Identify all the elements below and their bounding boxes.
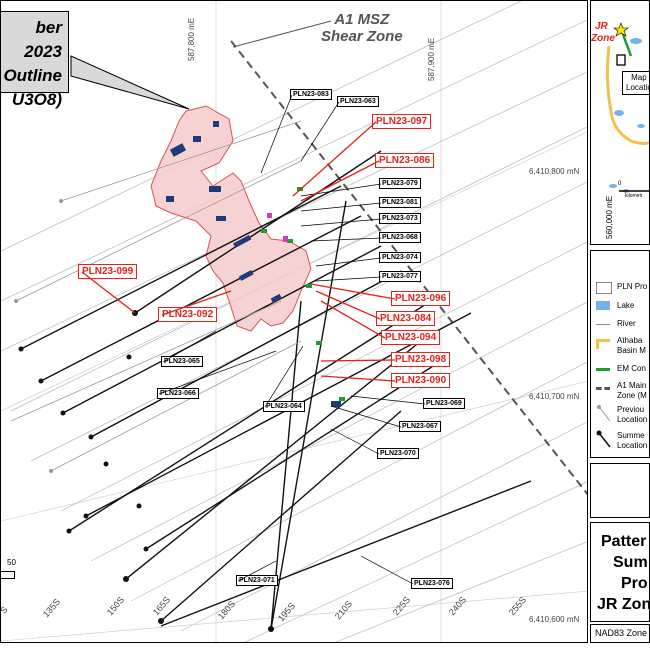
black-callout-4: PLN23-073: [379, 213, 421, 224]
footer-projection: NAD83 Zone: [595, 628, 648, 638]
legend-label-previous-2: Location: [617, 415, 648, 424]
inset-map-label-2: Locatio: [626, 83, 650, 92]
inset-scale-label: kilometr: [625, 193, 643, 199]
title-panel-line-4: JR Zon: [597, 596, 650, 613]
legend-label-basin-2: Basin M: [617, 346, 646, 355]
red-callout-6: PLN23-094: [381, 330, 441, 345]
northing-label-2: 6,410,700 mN: [529, 392, 580, 401]
black-callout-5: PLN23-068: [379, 232, 421, 243]
black-callout-14: PLN23-071: [236, 575, 278, 586]
shear-zone-label-2: Shear Zone: [321, 28, 403, 45]
legend-label-pln: PLN Pro: [617, 282, 648, 291]
title-line-3: U3O8): [11, 90, 62, 109]
red-callout-3: PLN23-092: [158, 307, 218, 322]
title-line-2: Outline: [3, 66, 62, 85]
mineralized-outline: [150, 105, 312, 332]
black-callout-2: PLN23-079: [379, 178, 421, 189]
red-callout-0: PLN23-097: [372, 114, 432, 129]
star-icon: [613, 22, 629, 37]
legend-swatch-summer: [596, 430, 611, 448]
inset-map-panel: JR Zone Map Locatio 0 kilometr 560,000 m…: [590, 0, 650, 245]
shear-zone-pointer: [232, 20, 332, 48]
inset-coord-label: 560,000 mE: [605, 195, 614, 239]
legend-swatch-pln: [596, 282, 612, 294]
title-panel: Patter Sum Pro JR Zon: [590, 522, 650, 622]
legend-swatch-river: [596, 324, 610, 325]
black-callout-6: PLN23-074: [379, 252, 421, 263]
legend-label-lake: Lake: [617, 301, 635, 310]
legend-swatch-previous: [597, 405, 611, 422]
black-callout-1: PLN23-063: [337, 96, 379, 107]
legend-swatch-basin: [596, 339, 610, 349]
collar-dots: [18, 310, 274, 632]
northing-label-3: 6,410,600 mN: [529, 615, 580, 624]
scale-value: 50: [7, 558, 16, 567]
shear-zone-label-1: A1 MSZ: [334, 11, 390, 28]
inset-location-box: [616, 54, 626, 66]
legend-label-basin-1: Athaba: [617, 336, 643, 345]
red-callout-2: PLN23-099: [78, 264, 138, 279]
legend-label-summer-2: Location: [617, 441, 648, 450]
previous-collars: [14, 199, 63, 473]
black-callout-10: PLN23-064: [263, 401, 305, 412]
map-panel: ber 2023 Outline U3O8) A1 MSZ Shear Zone…: [0, 0, 588, 643]
inset-scale-zero: 0: [618, 181, 622, 187]
legend-swatch-em: [596, 368, 610, 371]
northing-label-1: 6,410,800 mN: [529, 167, 580, 176]
black-callout-9: PLN23-066: [157, 388, 199, 399]
red-callout-1: PLN23-086: [375, 153, 435, 168]
title-panel-line-3: Pro: [621, 575, 648, 592]
logo-panel: [590, 463, 650, 518]
scale-bar: [1, 571, 15, 579]
title-line-1: ber 2023: [24, 18, 62, 61]
black-callout-12: PLN23-067: [399, 421, 441, 432]
red-callout-5: PLN23-084: [376, 311, 436, 326]
legend-label-shear-2: Zone (M: [617, 391, 647, 400]
legend-label-shear-1: A1 Main: [617, 381, 647, 390]
legend-label-river: River: [617, 319, 636, 328]
black-callout-15: PLN23-076: [411, 578, 453, 589]
black-callout-7: PLN23-077: [379, 271, 421, 282]
black-callout-8: PLN23-065: [161, 356, 203, 367]
inset-zone-label-2: Zone: [591, 33, 615, 44]
legend-swatch-lake: [596, 301, 610, 310]
easting-label-1: 587,800 mE: [187, 17, 196, 61]
footer-panel: NAD83 Zone: [590, 624, 650, 643]
title-panel-line-2: Sum: [613, 554, 648, 571]
red-callout-4: PLN23-096: [391, 291, 451, 306]
inset-zone-label-1: JR: [595, 21, 608, 32]
legend-label-summer-1: Summe: [617, 431, 645, 440]
magenta-markers: [267, 213, 288, 242]
legend-panel: PLN Pro Lake River Athaba Basin M EM Con…: [590, 250, 650, 458]
title-box: ber 2023 Outline U3O8): [1, 11, 69, 109]
black-callout-0: PLN23-083: [290, 89, 332, 100]
intercept-blocks: [166, 121, 341, 407]
black-callout-13: PLN23-070: [377, 448, 419, 459]
easting-label-2: 587,900 mE: [427, 37, 436, 81]
red-callout-7: PLN23-098: [391, 352, 451, 367]
inset-map-location: Map Locatio: [622, 71, 650, 95]
shear-zone-label: A1 MSZ Shear Zone: [321, 11, 403, 45]
legend-swatch-shear: [596, 387, 610, 390]
inset-map-label-1: Map: [631, 73, 647, 82]
title-panel-line-1: Patter: [601, 533, 647, 550]
inset-map: [605, 22, 649, 193]
red-callout-8: PLN23-090: [391, 373, 451, 388]
inset-basin-boundary: [605, 45, 649, 145]
black-callout-3: PLN23-081: [379, 197, 421, 208]
legend-label-previous-1: Previou: [617, 405, 645, 414]
inset-lakes: [609, 38, 645, 193]
black-callout-11: PLN23-069: [423, 398, 465, 409]
legend-label-em: EM Con: [617, 364, 646, 373]
